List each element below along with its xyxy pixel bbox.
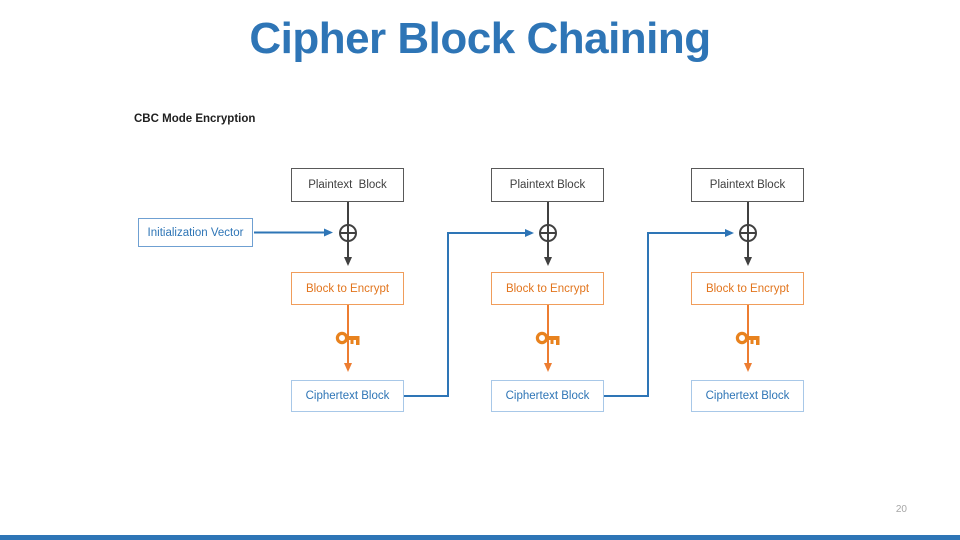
key-icon-2 [535,331,560,345]
ciphertext-block-3: Ciphertext Block [691,380,804,412]
xor-icon-1 [339,224,357,242]
bottom-accent-bar [0,535,960,540]
xor-icon-3 [739,224,757,242]
block-to-encrypt-1: Block to Encrypt [291,272,404,305]
initialization-vector-box: Initialization Vector [138,218,253,247]
block-to-encrypt-3: Block to Encrypt [691,272,804,305]
diagram-caption: CBC Mode Encryption [134,113,256,125]
plaintext-block-3: Plaintext Block [691,168,804,202]
ciphertext-block-1: Ciphertext Block [291,380,404,412]
plaintext-block-2: Plaintext Block [491,168,604,202]
xor-icon-2 [539,224,557,242]
ciphertext-block-2: Ciphertext Block [491,380,604,412]
block-to-encrypt-2: Block to Encrypt [491,272,604,305]
plaintext-block-1: Plaintext Block [291,168,404,202]
key-icon-1 [335,331,360,345]
key-icon-3 [735,331,760,345]
page-number: 20 [895,504,907,515]
slide-title: Cipher Block Chaining [249,14,711,63]
